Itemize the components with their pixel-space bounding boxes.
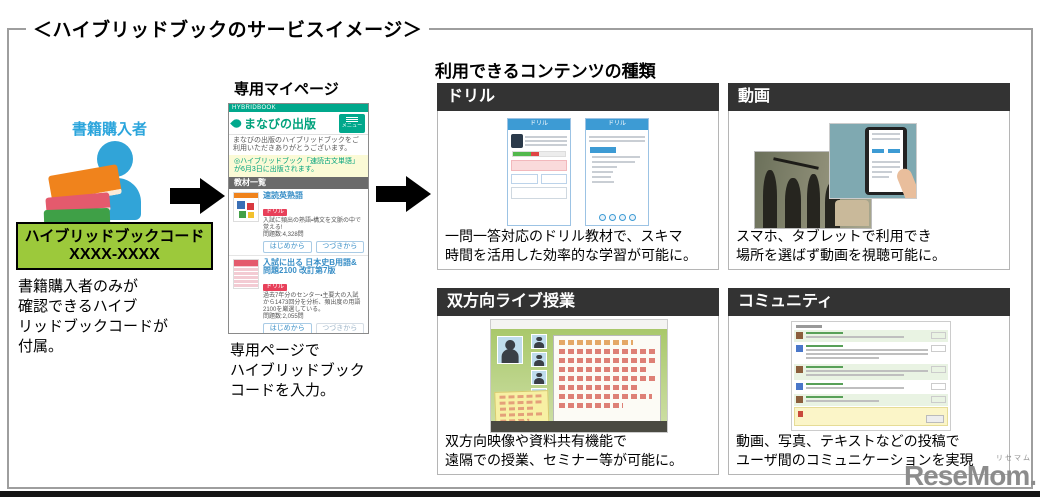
panel-caption: 双方向映像や資料共有機能で 遠隔での授業、セミナー等が可能に。	[445, 433, 683, 468]
material-title-link[interactable]: 入試に出る 日本史B用語&問題2100 改訂第7版	[263, 258, 357, 275]
page-title: ＜ハイブリッドブックのサービスイメージ＞	[26, 15, 430, 42]
start-button[interactable]: はじめから	[263, 323, 312, 333]
comment-row	[794, 343, 948, 363]
phone-header: まなびの出版 メニュー	[229, 112, 368, 135]
panel-drill: ドリル ドリル ドリル	[437, 83, 719, 270]
drill-badge: ドリル	[263, 284, 288, 291]
mypage-note: 専用ページで ハイブリッドブック コードを入力。	[230, 342, 365, 399]
material-desc: 過去7年分のセンター・主要大の入試から1473回分を分析、頻出度の用語2100を…	[263, 293, 361, 313]
avatar	[796, 396, 803, 403]
webcam-avatar	[531, 352, 547, 367]
phone-statusbar: HYBRIDBOOK	[229, 104, 368, 112]
panel-title: ドリル	[437, 83, 719, 111]
comment-input-box[interactable]	[794, 407, 948, 426]
resemom-ruby: リセマム	[996, 455, 1032, 462]
avatar	[796, 332, 803, 339]
menu-button[interactable]: メニュー	[339, 113, 365, 133]
panel-live-lesson: 双方向ライブ授業	[437, 288, 719, 475]
avatar	[796, 383, 803, 390]
notice-banner: ◎ハイブリッドブック「速読古文単語」が6月3日に出版されます。	[229, 155, 368, 177]
question-count: 問題数:4,328問	[263, 232, 304, 238]
comment-row	[794, 330, 948, 342]
material-desc: 入試に頻出の熟語・構文を文脈の中で覚える!	[263, 218, 362, 231]
material-title-link[interactable]: 速読英熟語	[263, 191, 303, 200]
purchaser-label: 書籍購入者	[72, 121, 148, 138]
panel-caption: 動画、写真、テキストなどの投稿で ユーザ間のコミュニケーションを実現	[736, 433, 974, 468]
send-button[interactable]	[926, 415, 944, 423]
continue-button[interactable]: つづきから	[315, 323, 364, 333]
hamburger-icon	[346, 117, 358, 118]
panel-title: 動画	[728, 83, 1010, 111]
panel-caption: 一問一答対応のドリル教材で、スキマ 時間を活用した効率的な学習が可能に。	[445, 228, 697, 263]
comment-row	[794, 364, 948, 380]
brand-name: まなびの出版	[244, 116, 317, 131]
avatar	[796, 366, 803, 373]
menu-label: メニュー	[341, 123, 363, 129]
material-thumbnail	[233, 259, 259, 289]
whiteboard	[553, 335, 661, 423]
mini-phone-header: ドリル	[586, 119, 648, 130]
phone-mockup: HYBRIDBOOK まなびの出版 メニュー まなびの出版のハイブリッドブックを…	[228, 103, 369, 334]
start-button[interactable]: はじめから	[263, 241, 312, 253]
progress-bar	[512, 151, 566, 157]
manabi-leaf-icon	[230, 116, 243, 130]
community-screenshot	[791, 321, 951, 431]
drill-screenshot: ドリル ドリル	[438, 118, 718, 226]
webcam-avatar	[497, 336, 523, 364]
greeting-text: まなびの出版のハイブリッドブックをご利用いただきありがとうございます。	[233, 137, 359, 152]
mini-phone-header: ドリル	[508, 119, 570, 130]
panel-caption: スマホ、タブレットで利用でき 場所を選ばず動画を視聴可能に。	[736, 228, 946, 263]
code-box-line1: ハイブリッドブックコード	[24, 228, 205, 245]
phone-touch-photo	[829, 123, 917, 199]
hybridbook-code-box: ハイブリッドブックコード XXXX-XXXX	[16, 222, 213, 270]
avatar	[796, 345, 803, 352]
bottom-bar	[0, 491, 1040, 497]
panel-title: コミュニティ	[728, 288, 1010, 316]
contents-heading: 利用できるコンテンツの種類	[435, 62, 656, 81]
live-lesson-photo	[490, 319, 668, 433]
pager-dots	[586, 214, 648, 221]
mini-phone: ドリル	[507, 118, 571, 226]
material-item: 速読英熟語 ドリル 入試に頻出の熟語・構文を文脈の中で覚える! 問題数:4,32…	[229, 189, 368, 256]
outer-frame	[7, 28, 1033, 489]
book-cover-icon	[511, 134, 523, 148]
materials-list-header: 教材一覧	[229, 177, 368, 189]
arrow-right-icon	[376, 176, 432, 212]
webcam-avatar	[531, 370, 547, 385]
panel-title: 双方向ライブ授業	[437, 288, 719, 316]
mypage-heading: 専用マイページ	[234, 81, 339, 98]
comment-row	[794, 381, 948, 393]
purchaser-note: 書籍購入者のみが 確認できるハイブ リッドブックコードが 付属。	[18, 278, 169, 355]
code-box-line2: XXXX-XXXX	[69, 246, 160, 263]
panel-community: コミュニティ	[728, 288, 1010, 475]
mini-phone: ドリル	[585, 118, 649, 226]
panel-video: 動画 スマホ、タブレットで利用でき 場所を選ばず動画を視聴可能に。	[728, 83, 1010, 270]
question-count: 問題数:2,055問	[263, 314, 304, 320]
drill-badge: ドリル	[263, 209, 288, 216]
arrow-right-icon	[170, 178, 226, 214]
continue-button[interactable]: つづきから	[315, 241, 364, 253]
resemom-brand: ReseMom.	[903, 460, 1037, 491]
comment-row	[794, 394, 948, 406]
webcam-avatar	[531, 334, 547, 349]
resemom-logo: リセマム ReseMom.	[903, 455, 1037, 491]
material-thumbnail	[233, 192, 259, 222]
material-item: 入試に出る 日本史B用語&問題2100 改訂第7版 ドリル 過去7年分のセンター…	[229, 256, 368, 333]
